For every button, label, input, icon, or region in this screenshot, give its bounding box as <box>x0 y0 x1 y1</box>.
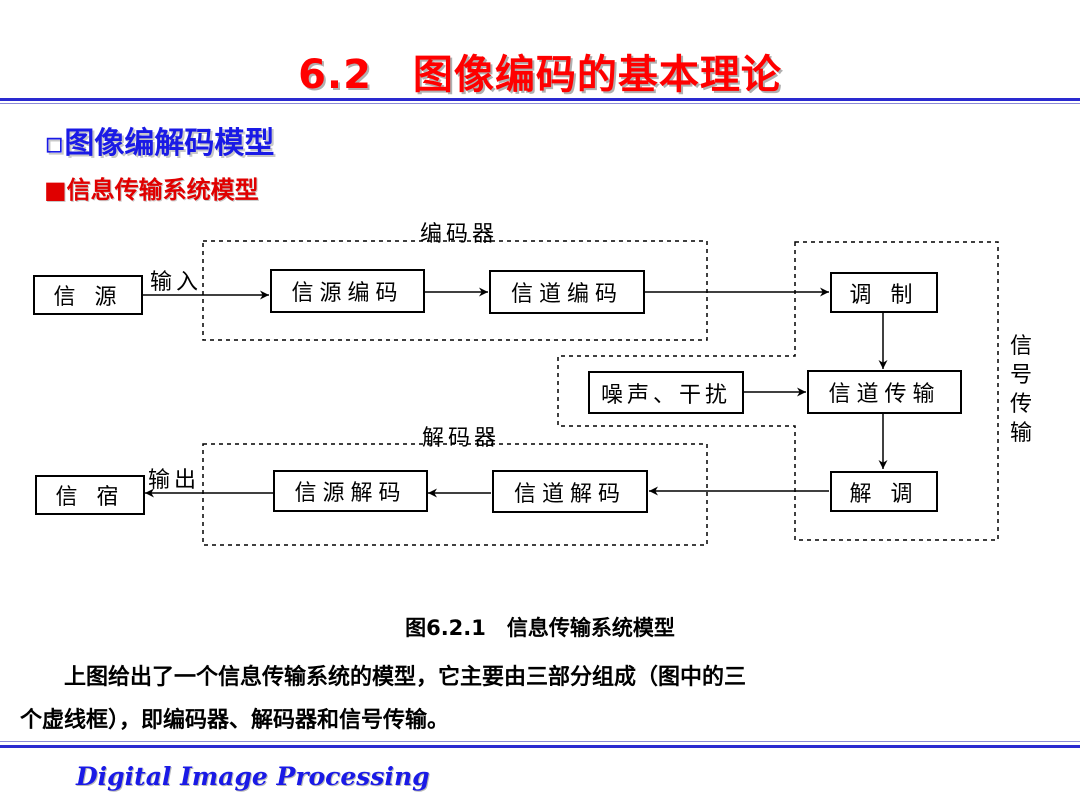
diagram-connectors <box>143 240 999 546</box>
node-source-decoding: 信源解码 <box>273 470 428 512</box>
encoder-label: 编码器 <box>420 222 499 247</box>
top-rule <box>0 98 1080 101</box>
output-label: 输出 <box>148 468 201 493</box>
decoder-dashed-frame <box>202 443 708 546</box>
node-source-encoding: 信源编码 <box>270 269 425 313</box>
top-rule-thin <box>0 103 1080 104</box>
node-noise: 噪声、干扰 <box>588 371 744 414</box>
figure-caption: 图6.2.1 信息传输系统模型 <box>405 616 675 640</box>
node-source: 信 源 <box>33 275 143 315</box>
paragraph-line-2: 个虚线框），即编码器、解码器和信号传输。 <box>20 708 450 733</box>
node-demodulation: 解 调 <box>830 471 938 512</box>
heading-codec-model: ▫图像编解码模型 <box>44 126 275 161</box>
node-sink: 信 宿 <box>35 475 145 515</box>
signal-transmission-dashed-frame <box>557 241 999 541</box>
signal-transmission-label: 信号传输 <box>1009 334 1032 446</box>
bottom-rule <box>0 745 1080 748</box>
node-channel-transmission: 信道传输 <box>807 370 962 414</box>
bottom-rule-thin <box>0 741 1080 742</box>
footer-text: Digital Image Processing <box>76 762 430 791</box>
node-channel-encoding: 信道编码 <box>489 270 645 314</box>
node-modulation: 调 制 <box>830 272 938 313</box>
paragraph-line-1: 上图给出了一个信息传输系统的模型，它主要由三部分组成（图中的三 <box>20 665 747 690</box>
node-channel-decoding: 信道解码 <box>492 470 648 513</box>
slide-title: 6.2 图像编码的基本理论 <box>298 52 782 98</box>
input-label: 输入 <box>150 270 203 295</box>
decoder-label: 解码器 <box>422 426 501 451</box>
encoder-dashed-frame <box>202 240 708 341</box>
heading-transmission-model: ■信息传输系统模型 <box>44 176 259 204</box>
